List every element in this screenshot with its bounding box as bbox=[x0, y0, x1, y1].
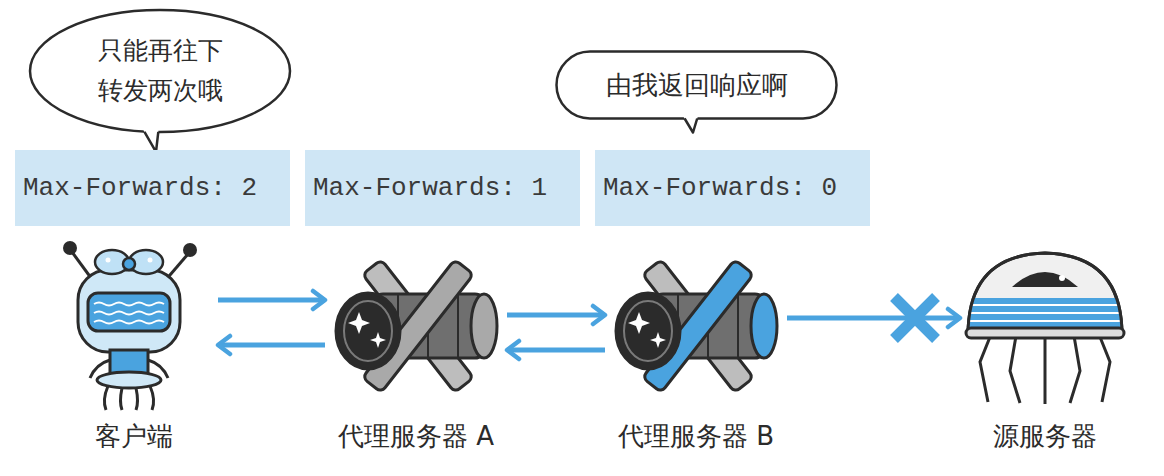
origin-server-figure-part bbox=[1098, 332, 1110, 402]
origin-server-figure-part bbox=[1044, 336, 1047, 404]
client-robot-part bbox=[63, 241, 77, 255]
proxy-b-figure bbox=[616, 260, 777, 393]
figure-node: 源服务器 bbox=[960, 232, 1130, 457]
header-box: Max-Forwards: 0 bbox=[595, 150, 870, 226]
client-robot-part bbox=[148, 258, 153, 263]
bubble-tail bbox=[141, 126, 159, 152]
bubble-outline bbox=[28, 8, 292, 134]
client-robot-part bbox=[150, 386, 154, 410]
origin-server-figure-part bbox=[1010, 336, 1020, 403]
arrow-connector bbox=[507, 348, 605, 353]
origin-server-figure-part bbox=[1012, 272, 1078, 287]
header-text: Max-Forwards: 2 bbox=[23, 173, 257, 203]
origin-server-figure-part-part bbox=[966, 298, 1126, 330]
client-robot-part bbox=[78, 270, 180, 352]
arrow-connector bbox=[507, 313, 605, 318]
connectors bbox=[218, 300, 960, 350]
client-robot-part bbox=[106, 258, 111, 263]
client-robot-part bbox=[94, 321, 164, 324]
header-box: Max-Forwards: 2 bbox=[15, 150, 290, 226]
origin-server-figure-part bbox=[968, 253, 1122, 335]
client-robot-part bbox=[94, 312, 164, 315]
client-robot bbox=[63, 241, 197, 410]
bubble-shape bbox=[557, 52, 837, 119]
speech-text: 只能再往下 转发两次哦 bbox=[94, 31, 227, 111]
figure-node: 客户端 bbox=[50, 232, 218, 457]
client-robot-part bbox=[94, 303, 164, 306]
bubble-tail bbox=[681, 113, 699, 133]
node-label: 代理服务器 A bbox=[338, 419, 494, 453]
proxy-a-figure bbox=[336, 260, 497, 393]
client-robot-part bbox=[183, 243, 197, 257]
node-label: 源服务器 bbox=[993, 419, 1097, 453]
bubble-tail-line bbox=[144, 132, 158, 152]
origin-server-figure bbox=[966, 253, 1126, 404]
origin-server-figure-part-part bbox=[966, 312, 1126, 314]
bubble-tail-line bbox=[685, 119, 698, 133]
speech-bubble: 只能再往下 转发两次哦 bbox=[28, 8, 292, 134]
bubble-shape bbox=[30, 10, 290, 132]
figure-node: 代理服务器 A bbox=[325, 232, 507, 457]
origin-server-figure-part bbox=[1059, 275, 1065, 281]
origin-server-figure-part bbox=[966, 298, 1126, 330]
figure-node: 代理服务器 B bbox=[605, 232, 787, 457]
origin-server-figure-part-part bbox=[966, 304, 1126, 306]
header-text: Max-Forwards: 0 bbox=[603, 173, 837, 203]
client-robot-part bbox=[88, 293, 170, 331]
speech-bubble: 由我返回响应啊 bbox=[555, 50, 838, 120]
client-robot-part bbox=[123, 258, 135, 270]
arrow-connector bbox=[787, 316, 960, 321]
client-robot-part bbox=[136, 388, 138, 410]
speech-text: 由我返回响应啊 bbox=[606, 68, 788, 102]
header-text: Max-Forwards: 1 bbox=[313, 173, 547, 203]
origin-server-figure-part-part bbox=[966, 320, 1126, 322]
origin-server-figure-part bbox=[966, 328, 1124, 338]
node-label: 代理服务器 B bbox=[618, 419, 774, 453]
client-robot-part bbox=[104, 386, 108, 410]
header-box: Max-Forwards: 1 bbox=[305, 150, 580, 226]
arrow-connector bbox=[218, 298, 325, 303]
node-label: 客户端 bbox=[95, 419, 173, 453]
client-robot-part bbox=[121, 388, 123, 410]
origin-server-figure-part bbox=[980, 332, 992, 402]
origin-server-figure-part bbox=[1070, 336, 1080, 403]
arrow-connector bbox=[218, 343, 325, 348]
